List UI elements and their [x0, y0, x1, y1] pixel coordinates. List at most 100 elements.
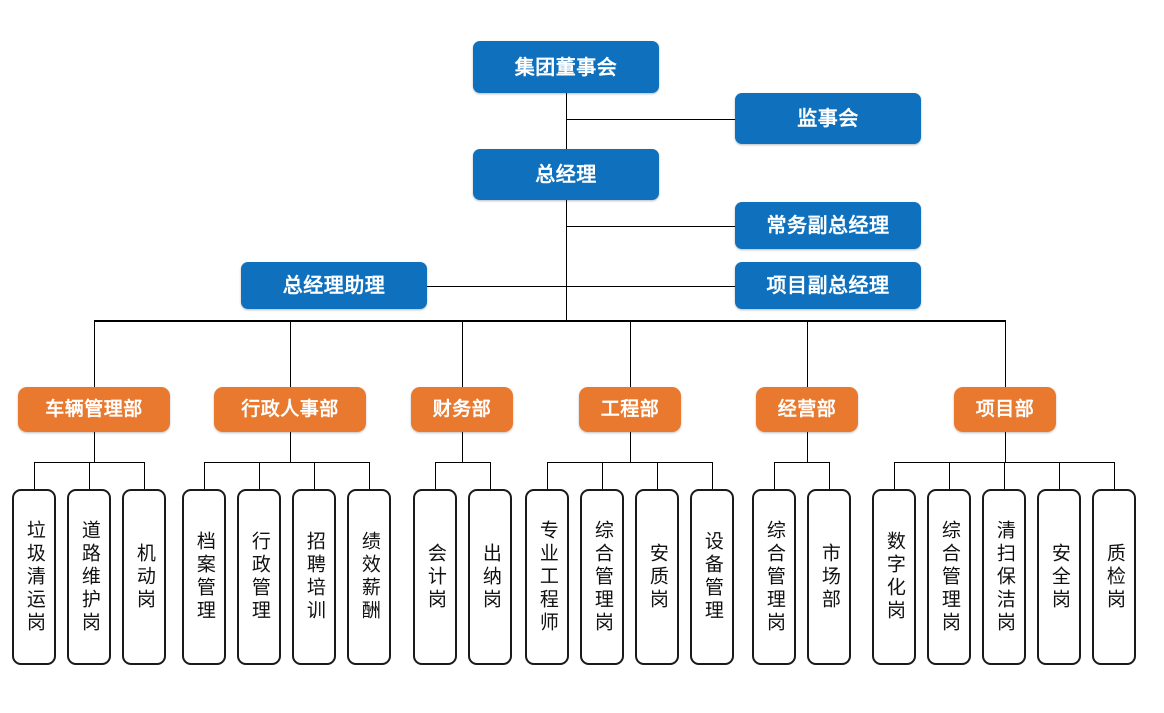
- node-eng-general-management-label: 综合管理岗: [591, 519, 614, 635]
- connector-engineering-positions-bus: [547, 462, 712, 463]
- connector-to-safety-quality: [657, 462, 658, 489]
- node-project[interactable]: 项目部: [954, 387, 1056, 432]
- connector-bus-to-administration-hr: [290, 320, 291, 387]
- connector-to-digitalization: [894, 462, 895, 489]
- connector-to-safety-post: [1059, 462, 1060, 489]
- connector-gm-to-department-bus: [566, 200, 567, 320]
- connector-to-garbage-transport: [34, 462, 35, 489]
- connector-bus-to-operations: [807, 320, 808, 387]
- node-exec-deputy-gm[interactable]: 常务副总经理: [735, 202, 921, 249]
- connector-vehicle-management-to-positions-bus: [94, 432, 95, 462]
- connector-administration-hr-positions-bus: [204, 462, 369, 463]
- connector-finance-to-positions-bus: [462, 432, 463, 462]
- node-engineering-label: 工程部: [600, 397, 660, 420]
- node-ops-general-management-label: 综合管理岗: [763, 519, 786, 635]
- node-accounting[interactable]: 会计岗: [413, 489, 457, 665]
- node-professional-engineer[interactable]: 专业工程师: [525, 489, 569, 665]
- node-administration-hr-label: 行政人事部: [241, 397, 339, 420]
- node-quality-inspection[interactable]: 质检岗: [1092, 489, 1136, 665]
- node-digitalization-label: 数字化岗: [883, 531, 906, 623]
- node-cashier[interactable]: 出纳岗: [468, 489, 512, 665]
- node-general-manager[interactable]: 总经理: [473, 149, 659, 200]
- node-proj-general-management-label: 综合管理岗: [938, 519, 961, 635]
- node-eng-general-management[interactable]: 综合管理岗: [580, 489, 624, 665]
- node-vehicle-management[interactable]: 车辆管理部: [18, 387, 170, 432]
- connector-gm-to-exec-deputy: [566, 225, 735, 227]
- connector-to-eng-general-management: [602, 462, 603, 489]
- connector-department-bus: [94, 320, 1005, 322]
- node-vehicle-management-label: 车辆管理部: [45, 397, 143, 420]
- connector-to-proj-general-management: [949, 462, 950, 489]
- connector-to-recruit-training: [314, 462, 315, 489]
- node-ops-general-management[interactable]: 综合管理岗: [752, 489, 796, 665]
- node-performance-pay[interactable]: 绩效薪酬: [347, 489, 391, 665]
- node-safety-quality-label: 安质岗: [646, 542, 669, 612]
- node-project-label: 项目部: [975, 397, 1035, 420]
- node-operations-label: 经营部: [777, 397, 837, 420]
- connector-project-to-positions-bus: [1005, 432, 1006, 462]
- node-cashier-label: 出纳岗: [479, 542, 502, 612]
- node-garbage-transport[interactable]: 垃圾清运岗: [12, 489, 56, 665]
- node-exec-deputy-gm-label: 常务副总经理: [766, 213, 890, 237]
- node-performance-pay-label: 绩效薪酬: [358, 531, 381, 623]
- node-mobile-post[interactable]: 机动岗: [122, 489, 166, 665]
- connector-finance-positions-bus: [435, 462, 490, 463]
- node-supervisory-label: 监事会: [797, 106, 859, 130]
- connector-to-ops-general-management: [774, 462, 775, 489]
- node-mobile-post-label: 机动岗: [133, 542, 156, 612]
- node-board-label: 集团董事会: [514, 54, 618, 79]
- node-safety-post[interactable]: 安全岗: [1037, 489, 1081, 665]
- node-gm-assistant[interactable]: 总经理助理: [241, 262, 427, 309]
- node-finance-label: 财务部: [432, 397, 492, 420]
- node-accounting-label: 会计岗: [424, 542, 447, 612]
- node-operations[interactable]: 经营部: [756, 387, 858, 432]
- node-road-maintenance[interactable]: 道路维护岗: [67, 489, 111, 665]
- node-archive-management[interactable]: 档案管理: [182, 489, 226, 665]
- node-equipment-management[interactable]: 设备管理: [690, 489, 734, 665]
- node-general-manager-label: 总经理: [535, 162, 597, 186]
- connector-to-cashier: [490, 462, 491, 489]
- node-admin-management-label: 行政管理: [248, 531, 271, 623]
- node-cleaning-sanitation-label: 清扫保洁岗: [993, 519, 1016, 635]
- node-project-deputy-gm-label: 项目副总经理: [766, 273, 890, 297]
- node-safety-post-label: 安全岗: [1048, 542, 1071, 612]
- connector-to-archive-management: [204, 462, 205, 489]
- node-archive-management-label: 档案管理: [193, 531, 216, 623]
- node-admin-management[interactable]: 行政管理: [237, 489, 281, 665]
- node-road-maintenance-label: 道路维护岗: [78, 519, 101, 635]
- connector-to-admin-management: [259, 462, 260, 489]
- connector-to-quality-inspection: [1114, 462, 1115, 489]
- connector-to-marketing-dept: [829, 462, 830, 489]
- node-project-deputy-gm[interactable]: 项目副总经理: [735, 262, 921, 309]
- connector-to-mobile-post: [144, 462, 145, 489]
- connector-administration-hr-to-positions-bus: [290, 432, 291, 462]
- node-cleaning-sanitation[interactable]: 清扫保洁岗: [982, 489, 1026, 665]
- node-quality-inspection-label: 质检岗: [1103, 542, 1126, 612]
- connector-operations-positions-bus: [774, 462, 829, 463]
- connector-bus-to-engineering: [630, 320, 631, 387]
- node-marketing-dept[interactable]: 市场部: [807, 489, 851, 665]
- connector-bus-to-project: [1005, 320, 1006, 387]
- connector-operations-to-positions-bus: [807, 432, 808, 462]
- node-supervisory[interactable]: 监事会: [735, 93, 921, 144]
- connector-to-road-maintenance: [89, 462, 90, 489]
- node-equipment-management-label: 设备管理: [701, 531, 724, 623]
- node-engineering[interactable]: 工程部: [579, 387, 681, 432]
- node-recruit-training[interactable]: 招聘培训: [292, 489, 336, 665]
- node-safety-quality[interactable]: 安质岗: [635, 489, 679, 665]
- connector-to-professional-engineer: [547, 462, 548, 489]
- node-gm-assistant-label: 总经理助理: [282, 273, 386, 297]
- node-proj-general-management[interactable]: 综合管理岗: [927, 489, 971, 665]
- connector-to-performance-pay: [369, 462, 370, 489]
- node-marketing-dept-label: 市场部: [818, 542, 841, 612]
- connector-to-accounting: [435, 462, 436, 489]
- connector-to-cleaning-sanitation: [1004, 462, 1005, 489]
- connector-assistant-to-project-deputy: [427, 285, 735, 287]
- connector-bus-to-finance: [462, 320, 463, 387]
- connector-gm-spine-to-supervisory: [566, 118, 735, 120]
- node-digitalization[interactable]: 数字化岗: [872, 489, 916, 665]
- node-board[interactable]: 集团董事会: [473, 41, 659, 93]
- node-finance[interactable]: 财务部: [411, 387, 513, 432]
- node-administration-hr[interactable]: 行政人事部: [214, 387, 366, 432]
